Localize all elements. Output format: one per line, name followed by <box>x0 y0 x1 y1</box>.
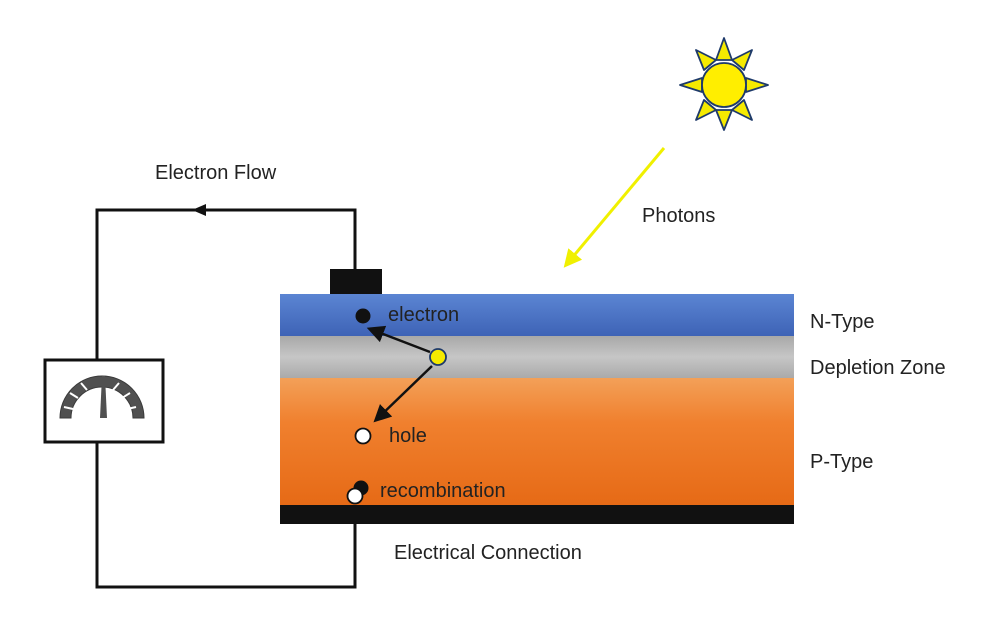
photon-arrow <box>563 147 666 268</box>
electron-hole-pair-particle <box>429 348 447 366</box>
depletion-zone-label: Depletion Zone <box>810 357 946 379</box>
electron-path-arrow <box>366 325 431 354</box>
hole-particle <box>354 427 372 445</box>
bottom-contact <box>280 505 794 524</box>
electron-flow-label: Electron Flow <box>155 162 277 184</box>
p-type-label: P-Type <box>810 451 873 473</box>
electrical-connection-label: Electrical Connection <box>394 542 582 564</box>
hole-path-arrow <box>373 365 433 423</box>
photons-label: Photons <box>642 205 715 227</box>
depletion-zone-layer <box>280 336 794 378</box>
electron-flow-arrowhead <box>192 204 206 216</box>
recombination-label: recombination <box>380 480 506 502</box>
n-type-label: N-Type <box>810 311 874 333</box>
electron-label: electron <box>388 304 459 326</box>
recombination-hole-particle <box>346 487 364 505</box>
electron-particle <box>355 308 371 324</box>
hole-label: hole <box>389 425 427 447</box>
meter-gauge-icon <box>43 358 165 444</box>
sun-icon <box>679 37 769 131</box>
top-contact <box>330 269 382 296</box>
